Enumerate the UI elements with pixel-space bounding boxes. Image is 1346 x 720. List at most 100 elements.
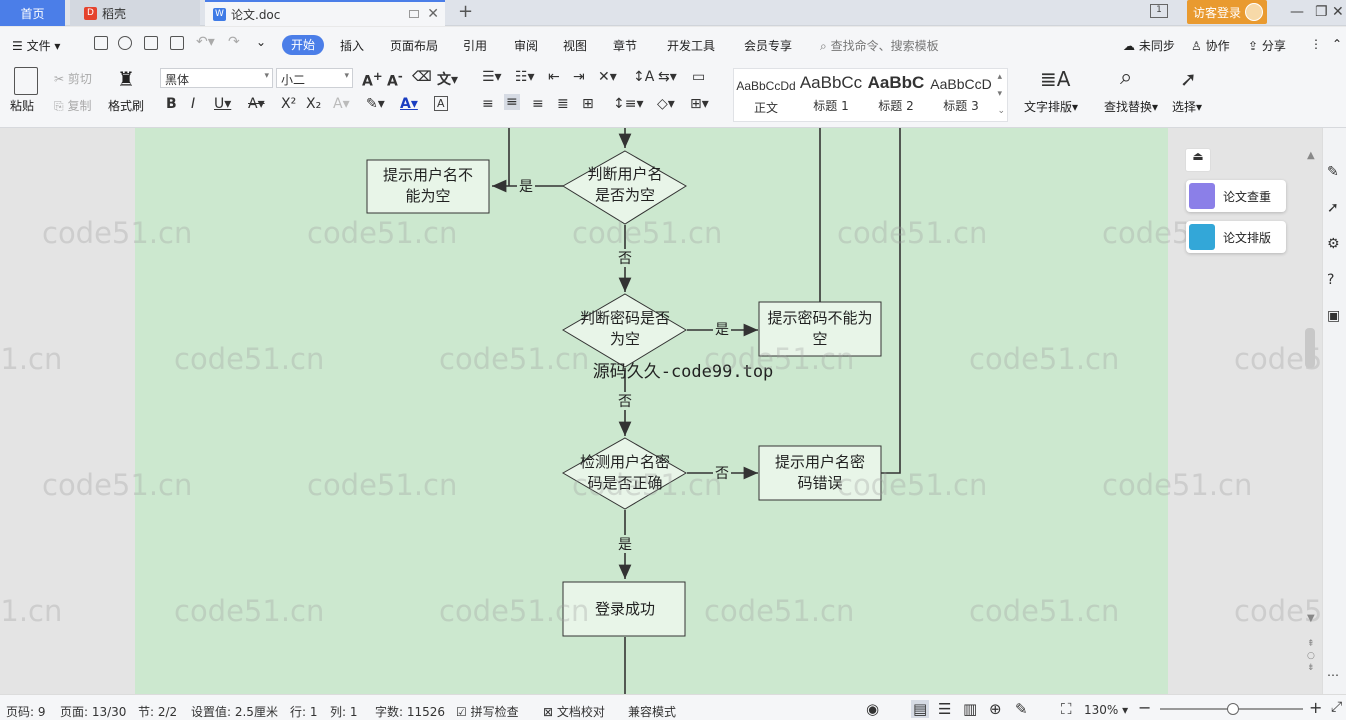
strikethrough-icon[interactable]: A▾	[248, 96, 265, 112]
cut-button[interactable]: ✂ 剪切	[54, 70, 92, 87]
redo-icon[interactable]: ↷	[228, 34, 240, 50]
align-right-icon[interactable]: ≡	[532, 96, 544, 112]
paste-icon[interactable]	[14, 67, 38, 95]
status-col[interactable]: 列: 1	[330, 705, 358, 719]
cursor-select-icon[interactable]: ➚	[1180, 67, 1197, 91]
more-tools-icon[interactable]: ⋯	[1327, 668, 1339, 682]
text-effect-icon[interactable]: A▾	[333, 96, 350, 112]
zoom-out-icon[interactable]: −	[1138, 698, 1152, 717]
bullet-list-icon[interactable]: ☰▾	[482, 69, 502, 85]
file-menu[interactable]: ☰ 文件 ▾	[12, 39, 61, 53]
export-icon[interactable]	[118, 36, 132, 50]
proofread-button[interactable]: ⊠ 文档校对	[543, 703, 605, 720]
thesis-layout-button[interactable]: 论文排版	[1186, 221, 1286, 253]
show-marks-icon[interactable]: ⇆▾	[658, 69, 677, 85]
text-layout-icon[interactable]: ≣A	[1040, 67, 1071, 91]
tab-member[interactable]: 会员专享	[744, 39, 793, 53]
zoom-slider-handle[interactable]	[1227, 703, 1239, 715]
status-page[interactable]: 页面: 13/30	[60, 705, 127, 719]
zoom-in-icon[interactable]: +	[1309, 698, 1323, 717]
font-size-select[interactable]: 小二	[276, 68, 353, 88]
status-page-no[interactable]: 页码: 9	[6, 705, 46, 719]
close-window-icon[interactable]: ✕	[1332, 4, 1344, 20]
collapse-ribbon-icon[interactable]: ⌃	[1332, 37, 1343, 51]
underline-icon[interactable]: U▾	[214, 96, 232, 112]
zoom-select[interactable]: 130% ▾	[1084, 703, 1129, 717]
pointer-icon[interactable]: ➚	[1327, 200, 1339, 216]
clear-format-icon[interactable]: ⌫	[412, 69, 432, 85]
more-quick-icon[interactable]: ⌄	[256, 35, 267, 49]
increase-indent-icon[interactable]: ⇥	[573, 69, 585, 85]
select-button[interactable]: 选择▾	[1172, 100, 1203, 114]
status-section[interactable]: 节: 2/2	[138, 705, 178, 719]
status-row[interactable]: 行: 1	[290, 705, 318, 719]
tab-pin-icon[interactable]	[409, 10, 419, 18]
borders-icon[interactable]: ⊞▾	[690, 96, 709, 112]
justify-icon[interactable]: ≣	[557, 96, 569, 112]
phonetic-icon[interactable]: 文▾	[437, 72, 459, 88]
scroll-up-icon[interactable]: ▲	[1307, 150, 1315, 161]
highlight-icon[interactable]: ✎▾	[366, 96, 385, 112]
fit-page-icon[interactable]: ⛶	[1061, 700, 1072, 718]
sort-icon[interactable]: ↕A	[633, 69, 655, 85]
scroll-down-icon[interactable]: ▼	[1307, 613, 1315, 624]
subscript-icon[interactable]: X₂	[306, 96, 322, 112]
tab-page-layout[interactable]: 页面布局	[390, 39, 439, 53]
new-tab-icon[interactable]: +	[458, 1, 474, 22]
status-setting[interactable]: 设置值: 2.5厘米	[191, 705, 278, 719]
bold-icon[interactable]: B	[166, 96, 177, 112]
tab-references[interactable]: 引用	[463, 39, 488, 53]
tab-home[interactable]: 首页	[0, 0, 65, 26]
window-layout-icon[interactable]: 1	[1150, 4, 1168, 18]
more-menu-icon[interactable]: ⋮	[1310, 37, 1322, 51]
tab-chapter[interactable]: 章节	[613, 39, 638, 53]
vertical-scrollbar[interactable]: ▲ ▼ ⇞○⇟	[1304, 128, 1322, 694]
outline-view-icon[interactable]: ☰	[938, 700, 952, 718]
chinese-layout-icon[interactable]: ✕▾	[598, 69, 617, 85]
ruler-icon[interactable]: ▭	[692, 69, 706, 85]
image-icon[interactable]: ▣	[1327, 308, 1341, 324]
share-button[interactable]: ⇪ 分享	[1248, 37, 1286, 54]
char-border-icon[interactable]: A	[434, 96, 448, 111]
eye-protect-icon[interactable]: ◉	[866, 700, 880, 718]
collab-button[interactable]: ♙ 协作	[1191, 37, 1230, 54]
document-page[interactable]: 判断用户名是否为空提示用户名不能为空判断密码是否为空提示密码不能为空检测用户名密…	[135, 128, 1168, 694]
italic-icon[interactable]: I	[191, 96, 196, 112]
pen-icon[interactable]: ✎	[1327, 164, 1339, 180]
superscript-icon[interactable]: X²	[281, 96, 297, 112]
grow-font-icon[interactable]: A+	[362, 69, 383, 90]
sync-button[interactable]: ☁ 未同步	[1123, 37, 1175, 54]
status-words[interactable]: 字数: 11526	[375, 705, 446, 719]
close-tab-icon[interactable]: ✕	[427, 6, 439, 22]
document-workspace[interactable]: 判断用户名是否为空提示用户名不能为空判断密码是否为空提示密码不能为空检测用户名密…	[0, 128, 1322, 694]
fullscreen-icon[interactable]: ⤢	[1331, 699, 1343, 715]
tab-insert[interactable]: 插入	[340, 39, 365, 53]
text-layout-button[interactable]: 文字排版▾	[1024, 100, 1079, 114]
line-spacing-icon[interactable]: ↕≡▾	[613, 96, 644, 112]
find-icon[interactable]: ⌕	[1120, 65, 1133, 90]
adjust-icon[interactable]: ⚙	[1327, 236, 1340, 252]
web-view-icon[interactable]: ⊕	[989, 700, 1002, 718]
style-scroll-icon[interactable]: ▴▾⌄	[997, 72, 1005, 116]
font-select[interactable]: 黑体	[160, 68, 273, 88]
spell-check-button[interactable]: ☑ 拼写检查	[456, 703, 519, 720]
shading-icon[interactable]: ◇▾	[657, 96, 675, 112]
save-icon[interactable]	[94, 36, 108, 50]
font-color-icon[interactable]: A▾	[400, 96, 418, 112]
tab-start[interactable]: 开始	[282, 35, 324, 55]
write-view-icon[interactable]: ✎	[1015, 700, 1028, 718]
format-painter-icon[interactable]: ♜	[117, 67, 135, 91]
decrease-indent-icon[interactable]: ⇤	[548, 69, 560, 85]
distribute-icon[interactable]: ⊞	[582, 96, 594, 112]
scrollbar-thumb[interactable]	[1305, 328, 1315, 368]
tab-review[interactable]: 审阅	[514, 39, 539, 53]
guest-login-button[interactable]: 访客登录	[1187, 0, 1267, 24]
command-search[interactable]: ⌕ 查找命令、搜索模板	[820, 37, 939, 54]
align-left-icon[interactable]: ≡	[482, 96, 494, 112]
